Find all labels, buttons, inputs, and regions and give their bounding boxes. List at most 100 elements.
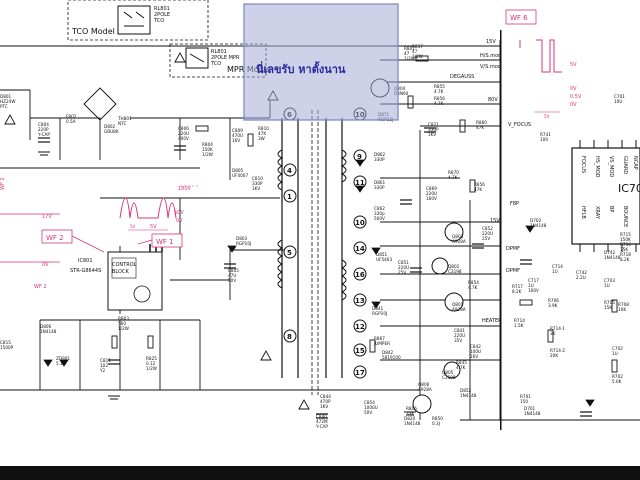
component-label: 4.7K: [434, 89, 444, 94]
component-label: F802: [66, 114, 77, 119]
component-label: C842: [470, 344, 481, 349]
component-label: R825: [146, 356, 157, 361]
component-label: D842: [382, 350, 394, 355]
svg-text:HEATER: HEATER: [482, 318, 502, 324]
svg-text:1: 1: [287, 193, 292, 201]
component-label: 472M: [316, 419, 328, 424]
control-block-label-2: BLOCK: [112, 269, 129, 275]
svg-text:BP: BP: [608, 206, 614, 212]
component-label: 330P: [374, 185, 385, 190]
relay-rl801-tco: [117, 5, 151, 35]
component-label: 220U: [178, 131, 189, 136]
ic70-chip: [571, 140, 640, 252]
component-label: 1N4148: [460, 393, 477, 398]
svg-text:NCAP: NCAP: [632, 156, 638, 170]
component-label: D841: [372, 306, 384, 311]
transformer-pins-right: 10 9 11 10 14 16 13 12 15 17: [353, 107, 367, 379]
component-label: ZD801: [56, 356, 70, 361]
transformer-coil-bumps: [277, 149, 347, 301]
component-label: Q805: [442, 370, 454, 375]
component-label: R714-1: [550, 326, 565, 331]
svg-text:15: 15: [355, 347, 365, 355]
component-label: R714-2: [550, 348, 565, 353]
component-label: HZ24W: [0, 99, 16, 104]
component-label: R867: [374, 336, 385, 341]
signal-level-0v: 0V: [176, 218, 183, 224]
component-label: R870: [448, 170, 459, 175]
component-label: 50V: [228, 278, 236, 283]
component-label: 3.9K: [548, 303, 558, 308]
component-label: R701: [520, 394, 531, 399]
relay-label-a: RL801: [154, 6, 170, 12]
tco-model-label: TCO Model: [71, 27, 115, 36]
component-label: 102: [100, 363, 108, 368]
component-label: 47K: [476, 125, 484, 130]
component-label: 1N4148: [530, 223, 547, 228]
svg-text:DPMF: DPMF: [506, 268, 520, 274]
svg-text:13: 13: [355, 297, 365, 305]
ic801-label: IC801: [78, 258, 93, 264]
component-label: C815: [0, 340, 11, 345]
component-label: R860: [476, 120, 487, 125]
ic801-control-block: [107, 244, 163, 311]
component-label: 1/2W: [146, 366, 157, 371]
svg-text:BOUNCE: BOUNCE: [622, 206, 628, 227]
component-label: C852: [482, 226, 493, 231]
component-label: 47U: [228, 273, 236, 278]
svg-text:DPMF: DPMF: [506, 246, 520, 252]
component-label: C804: [38, 122, 49, 127]
svg-text:9: 9: [357, 153, 362, 161]
component-label: 1KV: [320, 404, 328, 409]
component-label: Q804: [394, 86, 406, 91]
transformer-pins-left: 6 4 1 5 8: [283, 107, 297, 343]
svg-text:15V: 15V: [490, 218, 500, 224]
component-label: 15K: [604, 305, 612, 310]
component-label: 4.7K: [448, 175, 458, 180]
control-block-label-1: CONTROL: [112, 262, 137, 268]
component-label: Y-CAP: [37, 132, 50, 137]
component-label: Q802: [448, 264, 460, 269]
component-label: 1N4148: [40, 329, 57, 334]
component-label: 5.1B: [56, 361, 66, 366]
component-label: 330P: [428, 127, 439, 132]
component-label: TH801: [117, 116, 132, 121]
component-label: 470P: [320, 399, 331, 404]
component-label: 10U: [614, 99, 622, 104]
component-label: 75K: [620, 247, 628, 252]
component-label: 1U: [528, 283, 534, 288]
wf1-waveform: [119, 185, 200, 231]
svg-text:GUARD: GUARD: [622, 156, 628, 174]
component-label: 20K: [550, 353, 558, 358]
component-label: Q801: [452, 302, 464, 307]
component-label: 330p: [374, 211, 385, 216]
wf-label-boxes: [41, 229, 183, 248]
rail-labels: 15V DEGAUSS H/S.mod V/S.mod 80V V_FOCUS …: [450, 39, 531, 324]
component-label: 1N4148: [404, 421, 421, 426]
component-label: R715: [620, 232, 631, 237]
timing-label-b: 5V: [544, 114, 550, 119]
component-label: 0.12: [146, 361, 156, 366]
component-label: 100V: [528, 288, 539, 293]
component-label: D806: [40, 324, 52, 329]
component-label: R801: [404, 46, 415, 51]
component-label: R705: [604, 300, 615, 305]
annotation-note: นี่เลขรับ หาตั้งนาน: [256, 61, 346, 76]
ic801-type: STR-G8644S: [70, 268, 101, 274]
component-label: C821: [428, 122, 439, 127]
component-label: A928A: [418, 387, 432, 392]
wf2-side-label-b: WF 2: [34, 284, 47, 290]
ic70-frame-edge: [500, 30, 502, 430]
component-label: C809: [232, 128, 243, 133]
signal-level-180v: 180V: [178, 186, 192, 192]
component-label: 1/2W: [202, 152, 213, 157]
svg-text:15V: 15V: [486, 39, 496, 45]
component-label: A928A: [452, 239, 466, 244]
capacitor-icons: [38, 127, 592, 419]
component-label: 330P: [252, 181, 263, 186]
component-label: RGP10J: [372, 311, 387, 316]
svg-text:16: 16: [355, 271, 365, 279]
component-label: UF4007: [232, 173, 248, 178]
ground-icons: [38, 151, 416, 416]
svg-text:VS_MOD: VS_MOD: [608, 156, 614, 177]
component-label: 5.6K: [612, 379, 622, 384]
